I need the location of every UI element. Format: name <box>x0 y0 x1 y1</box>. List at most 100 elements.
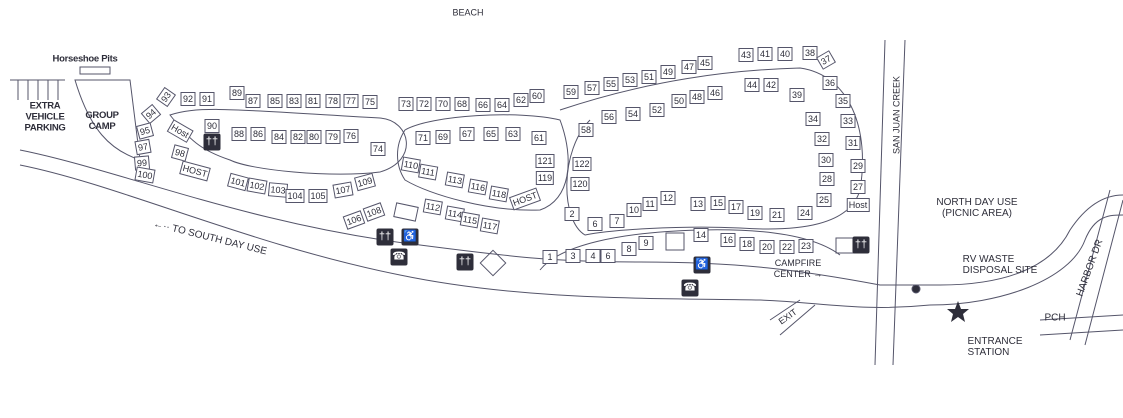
campsite[interactable]: 92 <box>180 92 196 106</box>
campsite[interactable]: 53 <box>622 73 638 87</box>
campsite[interactable]: 71 <box>415 131 431 145</box>
campsite[interactable]: 76 <box>343 129 359 143</box>
campsite[interactable]: 77 <box>343 94 359 108</box>
campsite[interactable]: 118 <box>488 185 510 203</box>
campsite[interactable]: 41 <box>757 47 773 61</box>
campsite[interactable]: 86 <box>250 127 266 141</box>
campsite[interactable]: 17 <box>728 200 744 214</box>
campsite[interactable]: 91 <box>199 92 215 106</box>
campsite[interactable]: 102 <box>246 177 268 195</box>
campsite[interactable]: 97 <box>134 138 152 156</box>
campsite[interactable]: 43 <box>738 48 754 62</box>
campsite[interactable]: 121 <box>535 154 555 168</box>
campsite[interactable]: 10 <box>626 203 642 217</box>
campsite[interactable]: 61 <box>531 131 547 145</box>
campsite[interactable]: 48 <box>689 90 705 104</box>
campsite[interactable]: 113 <box>444 171 466 189</box>
campsite[interactable]: 14 <box>693 228 709 242</box>
campsite[interactable]: 15 <box>710 196 726 210</box>
campsite[interactable]: 13 <box>690 197 706 211</box>
campsite[interactable]: 30 <box>818 153 834 167</box>
campsite[interactable]: 51 <box>641 70 657 84</box>
campsite[interactable]: 100 <box>134 166 156 184</box>
campsite[interactable]: 11 <box>642 197 658 211</box>
campsite[interactable]: 78 <box>325 94 341 108</box>
campsite[interactable]: 27 <box>850 180 866 194</box>
campsite[interactable]: 104 <box>285 189 305 203</box>
campsite[interactable]: 87 <box>245 94 261 108</box>
campsite[interactable]: 58 <box>578 123 594 137</box>
campsite[interactable]: 72 <box>416 97 432 111</box>
campsite[interactable]: 21 <box>769 208 785 222</box>
campsite[interactable]: 70 <box>435 97 451 111</box>
campsite[interactable]: 1 <box>542 250 558 264</box>
campsite[interactable]: 35 <box>835 94 851 108</box>
campsite[interactable]: 68 <box>454 97 470 111</box>
campsite[interactable]: 122 <box>572 157 592 171</box>
campsite[interactable]: 59 <box>563 85 579 99</box>
campsite[interactable]: 64 <box>494 98 510 112</box>
campsite[interactable]: 84 <box>271 130 287 144</box>
campsite[interactable]: 55 <box>603 77 619 91</box>
campsite[interactable]: 60 <box>529 89 545 103</box>
campsite[interactable]: 32 <box>814 132 830 146</box>
campsite[interactable]: 3 <box>565 249 581 263</box>
campsite[interactable]: 63 <box>505 127 521 141</box>
campsite[interactable]: 47 <box>681 60 697 74</box>
campsite[interactable]: 36 <box>822 76 838 90</box>
campsite[interactable]: 2 <box>564 207 580 221</box>
campsite[interactable]: 116 <box>467 178 489 196</box>
campsite[interactable]: 40 <box>777 47 793 61</box>
campsite[interactable]: 82 <box>290 130 306 144</box>
campsite[interactable]: 74 <box>370 142 386 156</box>
campsite[interactable]: 12 <box>660 191 676 205</box>
campsite[interactable]: 8 <box>621 242 637 256</box>
campsite[interactable]: 24 <box>797 206 813 220</box>
campsite[interactable]: 88 <box>231 127 247 141</box>
campsite[interactable]: 16 <box>720 233 736 247</box>
campsite[interactable]: 6 <box>587 217 603 231</box>
campsite[interactable]: 50 <box>671 94 687 108</box>
campsite[interactable]: 73 <box>398 97 414 111</box>
campsite[interactable]: 65 <box>483 127 499 141</box>
campsite[interactable]: 112 <box>422 198 444 216</box>
campsite[interactable]: 85 <box>267 94 283 108</box>
campsite[interactable]: 79 <box>325 130 341 144</box>
host-site[interactable]: Host <box>846 198 870 212</box>
campsite[interactable]: 115 <box>459 211 481 229</box>
campsite[interactable]: 56 <box>601 110 617 124</box>
campsite[interactable]: 34 <box>805 112 821 126</box>
campsite[interactable]: 45 <box>697 56 713 70</box>
campsite[interactable]: 6 <box>600 249 616 263</box>
campsite[interactable]: 29 <box>850 159 866 173</box>
campsite[interactable]: 9 <box>638 236 654 250</box>
campsite[interactable]: 120 <box>570 177 590 191</box>
campsite[interactable]: 66 <box>475 98 491 112</box>
campsite[interactable]: 33 <box>840 114 856 128</box>
campsite[interactable]: 49 <box>660 65 676 79</box>
campsite[interactable]: 83 <box>286 94 302 108</box>
campsite[interactable]: 28 <box>819 172 835 186</box>
campsite[interactable]: 67 <box>459 127 475 141</box>
campsite[interactable]: 46 <box>707 86 723 100</box>
campsite[interactable]: 31 <box>845 136 861 150</box>
campsite[interactable]: 57 <box>584 81 600 95</box>
campsite[interactable]: 54 <box>625 107 641 121</box>
campsite[interactable]: 23 <box>798 239 814 253</box>
campsite[interactable]: 25 <box>816 193 832 207</box>
campsite[interactable]: 89 <box>229 86 245 100</box>
campsite[interactable]: 75 <box>362 95 378 109</box>
campsite[interactable]: 80 <box>306 130 322 144</box>
campsite[interactable]: 42 <box>763 78 779 92</box>
campsite[interactable]: 19 <box>747 206 763 220</box>
campsite[interactable]: 22 <box>779 240 795 254</box>
campsite[interactable]: 117 <box>479 217 501 235</box>
campsite[interactable]: 4 <box>585 249 601 263</box>
campsite[interactable]: 7 <box>609 214 625 228</box>
campsite[interactable]: 18 <box>739 237 755 251</box>
campsite[interactable]: 119 <box>535 171 555 185</box>
campsite[interactable]: 105 <box>308 189 328 203</box>
campsite[interactable]: 38 <box>802 46 818 60</box>
campsite[interactable]: 62 <box>513 93 529 107</box>
campsite[interactable]: 52 <box>649 103 665 117</box>
